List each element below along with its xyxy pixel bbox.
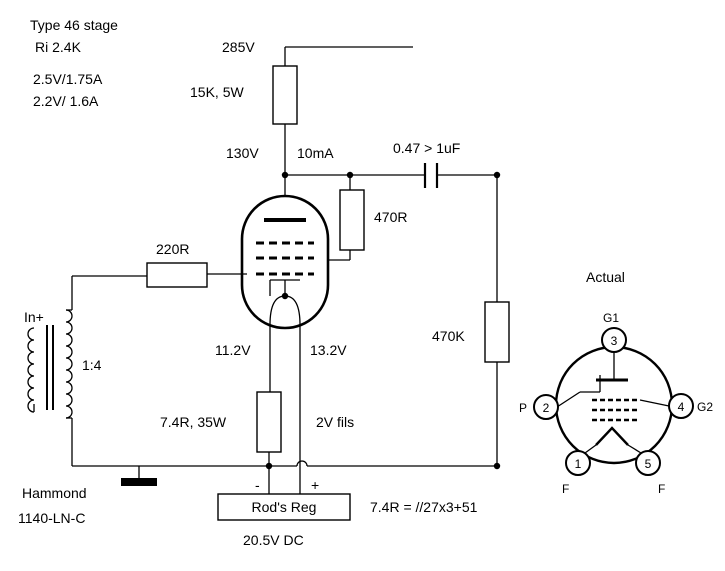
tube-internal-links [269, 279, 300, 296]
cathode-resistor-label: 7.4R, 35W [160, 414, 227, 430]
stage-title: Type 46 stage [30, 17, 118, 33]
transformer-model: 1140-LN-C [18, 510, 85, 526]
resistor-equation: 7.4R = //27x3+51 [370, 499, 478, 515]
b-plus-rail [284, 46, 413, 66]
pin-3-label: G1 [603, 311, 619, 325]
tube-envelope [240, 194, 330, 330]
screen-resistor-label: 470R [374, 209, 407, 225]
pin-4-circle [668, 393, 694, 419]
cathode-ground-dot [265, 462, 273, 470]
transformer-ratio: 1:4 [82, 357, 102, 373]
pin-3-circle [601, 327, 627, 353]
pin-3-number: 3 [611, 334, 618, 348]
pin-1-number: 1 [575, 457, 582, 471]
regulator-label: Rod's Reg [252, 499, 317, 515]
pin-2-number: 2 [543, 401, 550, 415]
transformer-make: Hammond [22, 485, 87, 501]
basing-internals [556, 352, 670, 454]
filament-left-voltage: 11.2V [215, 342, 251, 358]
pin-1-circle [565, 450, 591, 476]
cathode-resistor [256, 391, 282, 453]
plate-voltage-label: 130V [226, 145, 259, 161]
pin-5-label: F [658, 482, 665, 496]
grid-resistor [146, 262, 208, 288]
heater-note-2: 2.2V/ 1.6A [33, 93, 99, 109]
ri-note: Ri 2.4K [35, 39, 82, 55]
basing-title: Actual [586, 269, 625, 285]
load-resistor-label: 470K [432, 328, 465, 344]
load-resistor [484, 301, 510, 363]
pin-4-label: G2 [697, 400, 713, 414]
input-transformer [27, 300, 73, 466]
plate-node-wiring [284, 174, 497, 200]
ground-crossover [296, 460, 308, 467]
pin-2-label: P [519, 401, 527, 415]
ground-symbol [121, 478, 157, 486]
regulator-box [217, 493, 351, 521]
plate-current-label: 10mA [297, 145, 334, 161]
screen-resistor [339, 189, 365, 251]
grid-resistor-label: 220R [156, 241, 189, 257]
plate-resistor [272, 65, 298, 125]
b-plus-label: 285V [222, 39, 255, 55]
plate-node-dot [281, 171, 289, 179]
pin-5-circle [635, 450, 661, 476]
regulator-minus: - [255, 477, 260, 493]
regulator-plus: + [311, 477, 319, 493]
pin-5-number: 5 [645, 457, 652, 471]
regulator-output-label: 20.5V DC [243, 532, 304, 548]
heater-note-1: 2.5V/1.75A [33, 71, 103, 87]
filament-right-voltage: 13.2V [310, 342, 347, 358]
coupling-capacitor [423, 163, 439, 188]
pin-4-number: 4 [678, 400, 685, 414]
coupling-cap-label: 0.47 > 1uF [393, 140, 460, 156]
fils-label: 2V fils [316, 414, 354, 430]
grid-wire [71, 273, 247, 300]
pin-2-circle [533, 394, 559, 420]
pin-1-label: F [562, 482, 569, 496]
input-label: In+ [24, 309, 44, 325]
plate-resistor-label: 15K, 5W [190, 84, 244, 100]
